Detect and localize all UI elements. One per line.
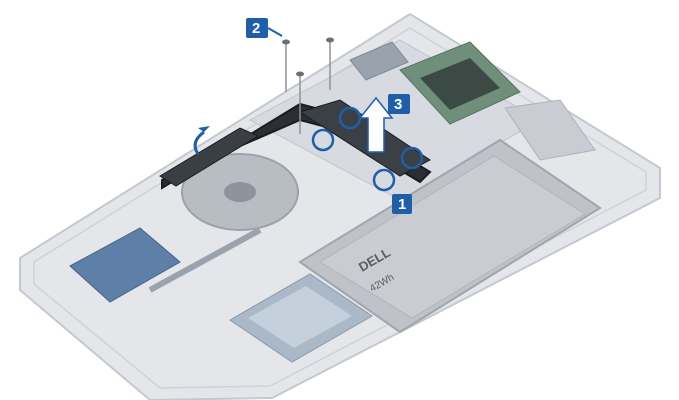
step-badge-1-label: 1 xyxy=(398,196,406,213)
step-badge-2: 2 xyxy=(246,18,283,38)
screw-circle-c xyxy=(372,168,396,192)
memory-module-chips xyxy=(420,58,500,110)
io-board xyxy=(69,227,181,303)
screw-1 xyxy=(282,39,290,92)
step-badge-2-label: 2 xyxy=(252,20,260,37)
step-badge-3: 3 xyxy=(388,94,410,114)
rotate-arrowhead xyxy=(198,126,210,132)
touchpad-cable xyxy=(148,227,262,293)
heat-sink-plate xyxy=(298,99,431,177)
screw-circle-d xyxy=(400,146,424,170)
battery-label-panel xyxy=(319,155,586,319)
step-badge-1: 1 xyxy=(392,194,412,214)
wifi-card xyxy=(349,41,409,81)
io-shield-right xyxy=(504,99,596,161)
rotate-arrow xyxy=(193,130,205,155)
fan-hub xyxy=(224,182,256,202)
lift-arrow xyxy=(358,96,394,153)
screw-2 xyxy=(326,37,334,90)
heat-sink-left-fin xyxy=(159,127,260,187)
step-badge-3-label: 3 xyxy=(394,96,402,113)
screw-circle-b xyxy=(311,128,335,152)
hard-drive xyxy=(248,286,352,348)
screw-3 xyxy=(296,71,304,134)
